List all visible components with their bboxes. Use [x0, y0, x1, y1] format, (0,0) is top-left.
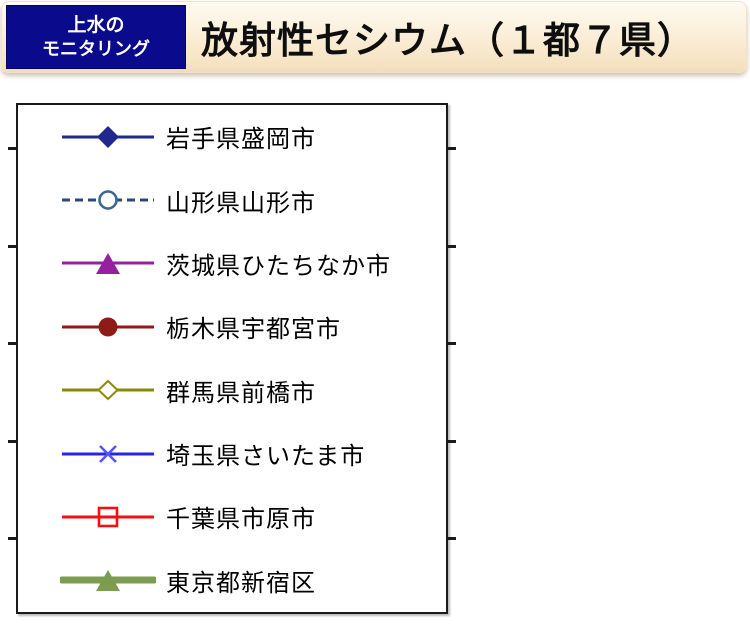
- axis-tick: [448, 342, 456, 345]
- line-marker-sample-icon: [62, 190, 154, 210]
- line-marker-sample-icon: [62, 379, 154, 401]
- header-banner: 上水の モニタリング 放射性セシウム（１都７県）: [1, 1, 747, 73]
- monitoring-badge: 上水の モニタリング: [6, 5, 186, 69]
- axis-tick: [448, 147, 456, 150]
- legend-item-yamagata-yamagata: 山形県山形市: [18, 168, 446, 231]
- legend-label: 群馬県前橋市: [166, 379, 316, 407]
- legend-item-saitama-saitama: 埼玉県さいたま市: [18, 422, 446, 485]
- legend-label: 山形県山形市: [166, 189, 316, 217]
- legend-label: 東京都新宿区: [166, 569, 316, 597]
- badge-line2: モニタリング: [42, 38, 150, 59]
- legend-label: 千葉県市原市: [166, 506, 316, 534]
- legend-list: 岩手県盛岡市 山形県山形市 茨城県ひたちなか市 栃木県宇都宮市 群馬県前橋市 埼…: [18, 105, 446, 612]
- chart-title: 放射性セシウム（１都７県）: [201, 20, 695, 61]
- legend-item-tochigi-utsunomiya: 栃木県宇都宮市: [18, 295, 446, 358]
- line-marker-sample-icon: [62, 317, 154, 337]
- legend-item-chiba-ichihara: 千葉県市原市: [18, 485, 446, 548]
- line-marker-sample-icon: [62, 253, 154, 275]
- legend-item-gunma-maebashi: 群馬県前橋市: [18, 359, 446, 422]
- axis-tick: [8, 245, 16, 248]
- line-marker-sample-icon: [62, 444, 154, 463]
- legend-box: 岩手県盛岡市 山形県山形市 茨城県ひたちなか市 栃木県宇都宮市 群馬県前橋市 埼…: [8, 103, 456, 614]
- axis-tick: [8, 147, 16, 150]
- line-marker-sample-icon: [62, 506, 154, 528]
- legend-label: 岩手県盛岡市: [166, 126, 316, 154]
- legend-label: 埼玉県さいたま市: [166, 443, 366, 471]
- axis-tick: [448, 440, 456, 443]
- axis-tick: [448, 245, 456, 248]
- legend-item-tokyo-shinjuku: 東京都新宿区: [18, 549, 446, 612]
- legend-label: 栃木県宇都宮市: [166, 316, 341, 344]
- axis-tick: [8, 440, 16, 443]
- legend-item-ibaraki-hitachinaka: 茨城県ひたちなか市: [18, 232, 446, 295]
- axis-tick: [8, 537, 16, 540]
- axis-tick: [448, 537, 456, 540]
- badge-line1: 上水の: [67, 14, 125, 36]
- line-marker-sample-icon: [60, 570, 156, 592]
- legend-label: 茨城県ひたちなか市: [166, 252, 391, 280]
- line-marker-sample-icon: [62, 125, 154, 148]
- legend-item-iwate-morioka: 岩手県盛岡市: [18, 105, 446, 168]
- axis-tick: [8, 342, 16, 345]
